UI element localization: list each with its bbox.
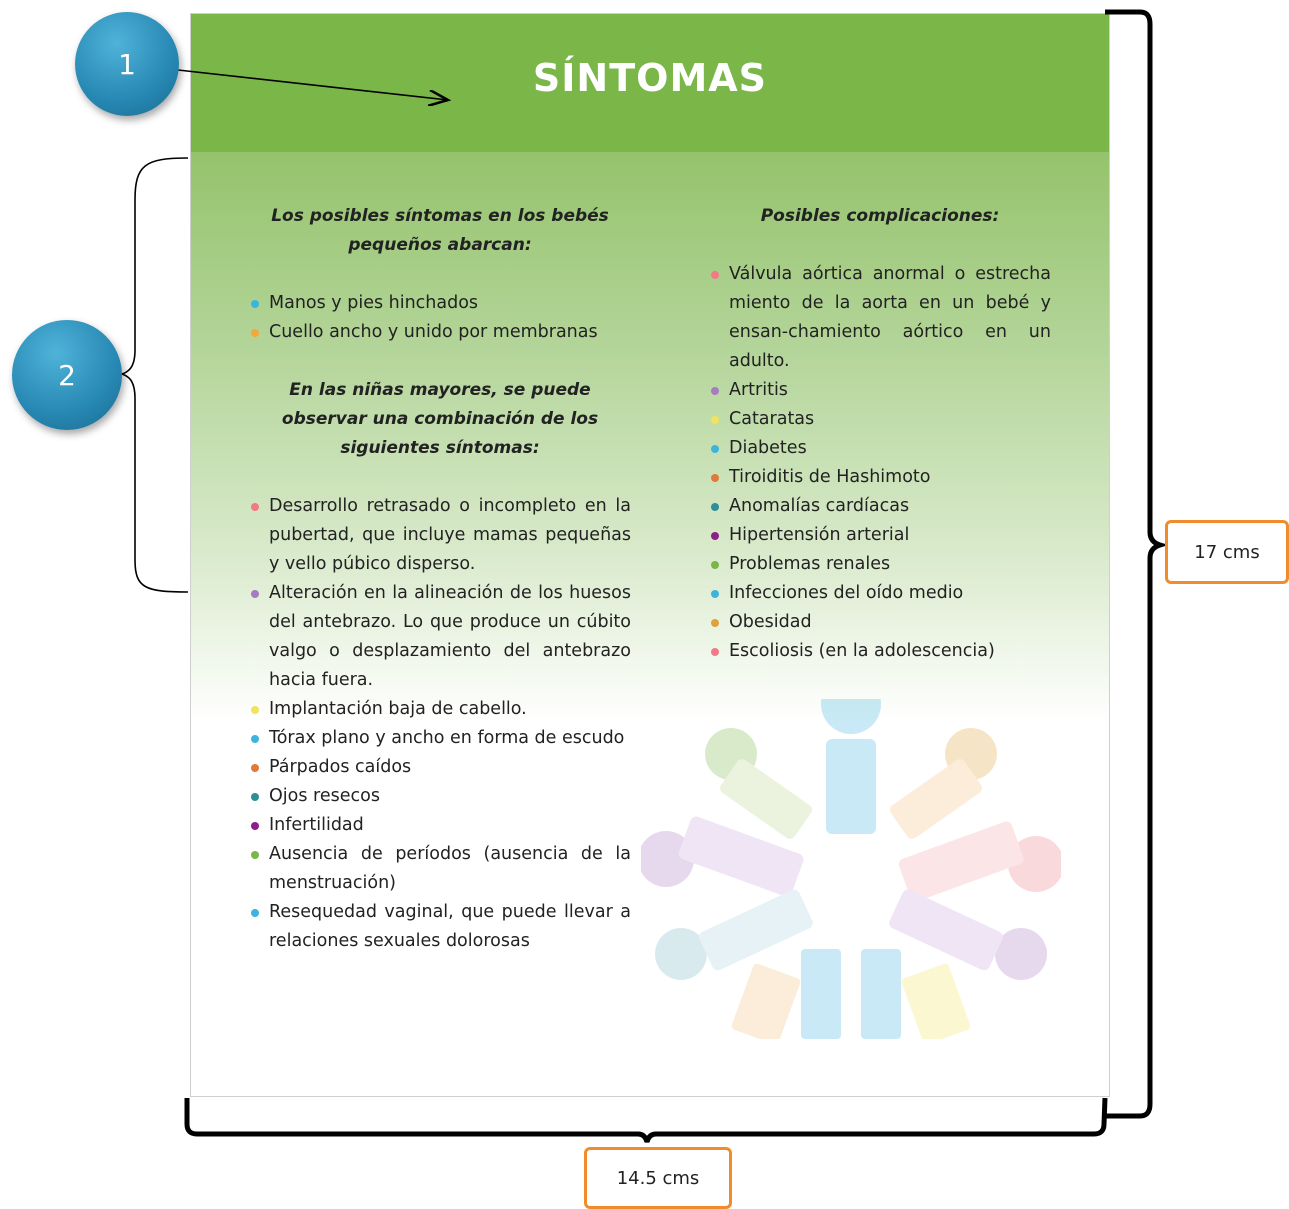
bullet-dot-icon [711,561,719,569]
bullet-dot-icon [251,706,259,714]
width-dimension-label: 14.5 cms [584,1147,732,1209]
bullet-dot-icon [711,590,719,598]
bullet-dot-icon [711,387,719,395]
bullet-dot-icon [251,735,259,743]
list-item-text: Diabetes [729,438,807,458]
list-item: Tórax plano y ancho en forma de escudo [249,724,631,753]
list-item: Infecciones del oído medio [709,579,1051,608]
right-list: Válvula aórtica anormal o estrecha mient… [709,260,1051,666]
document-page: SÍNTOMAS Los posibles síntomas en los be… [190,13,1110,1097]
left-list-2: Desarrollo retrasado o incompleto en la … [249,492,631,956]
list-item-text: Anomalías cardíacas [729,496,910,516]
list-item: Manos y pies hinchados [249,289,631,318]
bullet-dot-icon [711,474,719,482]
right-column: Posibles complicaciones: Válvula aórtica… [709,202,1051,666]
list-item: Alteración en la alineación de los hueso… [249,579,631,695]
list-item-text: Alteración en la alineación de los hueso… [269,583,631,690]
bullet-dot-icon [711,271,719,279]
list-item: Cuello ancho y unido por membranas [249,318,631,347]
height-bracket [1105,9,1169,1119]
title-bar: SÍNTOMAS [191,14,1109,152]
list-item: Resequedad vaginal, que puede llevar a r… [249,898,631,956]
list-item: Anomalías cardíacas [709,492,1051,521]
list-item: Ausencia de períodos (ausencia de la men… [249,840,631,898]
bullet-dot-icon [711,648,719,656]
list-item: Hipertensión arterial [709,521,1051,550]
list-item-text: Infertilidad [269,815,364,835]
bullet-dot-icon [251,300,259,308]
list-item-text: Ojos resecos [269,786,380,806]
list-item: Cataratas [709,405,1051,434]
people-circle-icon [641,699,1061,1039]
list-item: Implantación baja de cabello. [249,695,631,724]
list-item: Infertilidad [249,811,631,840]
bullet-dot-icon [711,619,719,627]
left-column: Los posibles síntomas en los bebés peque… [249,202,631,956]
list-item-text: Desarrollo retrasado o incompleto en la … [269,496,631,574]
callout-1-badge: 1 [75,12,179,116]
list-item-text: Tiroiditis de Hashimoto [729,467,931,487]
list-item: Párpados caídos [249,753,631,782]
list-item: Obesidad [709,608,1051,637]
page-title: SÍNTOMAS [532,56,768,100]
left-heading-2: En las niñas mayores, se puede observar … [281,380,599,458]
list-item-text: Problemas renales [729,554,891,574]
bullet-dot-icon [251,590,259,598]
bullet-dot-icon [251,329,259,337]
right-heading: Posibles complicaciones: [760,206,1000,226]
callout-2-badge: 2 [12,320,122,430]
list-item: Desarrollo retrasado o incompleto en la … [249,492,631,579]
bullet-dot-icon [251,822,259,830]
width-bracket [184,1097,1108,1143]
list-item-text: Manos y pies hinchados [269,293,479,313]
list-item-text: Tórax plano y ancho en forma de escudo [269,728,625,748]
list-item-text: Infecciones del oído medio [729,583,964,603]
bullet-dot-icon [251,909,259,917]
left-heading-1: Los posibles síntomas en los bebés peque… [271,206,609,255]
list-item-text: Párpados caídos [269,757,412,777]
bullet-dot-icon [251,764,259,772]
section-brace [119,157,189,593]
bullet-dot-icon [251,503,259,511]
bullet-dot-icon [251,851,259,859]
list-item-text: Cataratas [729,409,815,429]
list-item-text: Obesidad [729,612,812,632]
bullet-dot-icon [251,793,259,801]
list-item: Válvula aórtica anormal o estrecha mient… [709,260,1051,376]
list-item: Ojos resecos [249,782,631,811]
list-item: Tiroiditis de Hashimoto [709,463,1051,492]
list-item-text: Resequedad vaginal, que puede llevar a r… [269,902,631,951]
list-item: Escoliosis (en la adolescencia) [709,637,1051,666]
gradient-band [191,152,1109,722]
list-item: Diabetes [709,434,1051,463]
list-item-text: Implantación baja de cabello. [269,699,527,719]
list-item-text: Hipertensión arterial [729,525,910,545]
bullet-dot-icon [711,445,719,453]
height-dimension-label: 17 cms [1165,520,1289,584]
list-item-text: Cuello ancho y unido por membranas [269,322,598,342]
list-item-text: Ausencia de períodos (ausencia de la men… [269,844,631,893]
list-item-text: Artritis [729,380,788,400]
bullet-dot-icon [711,532,719,540]
list-item: Problemas renales [709,550,1051,579]
bullet-dot-icon [711,503,719,511]
list-item: Artritis [709,376,1051,405]
list-item-text: Válvula aórtica anormal o estrecha mient… [729,264,1051,371]
list-item-text: Escoliosis (en la adolescencia) [729,641,995,661]
bullet-dot-icon [711,416,719,424]
